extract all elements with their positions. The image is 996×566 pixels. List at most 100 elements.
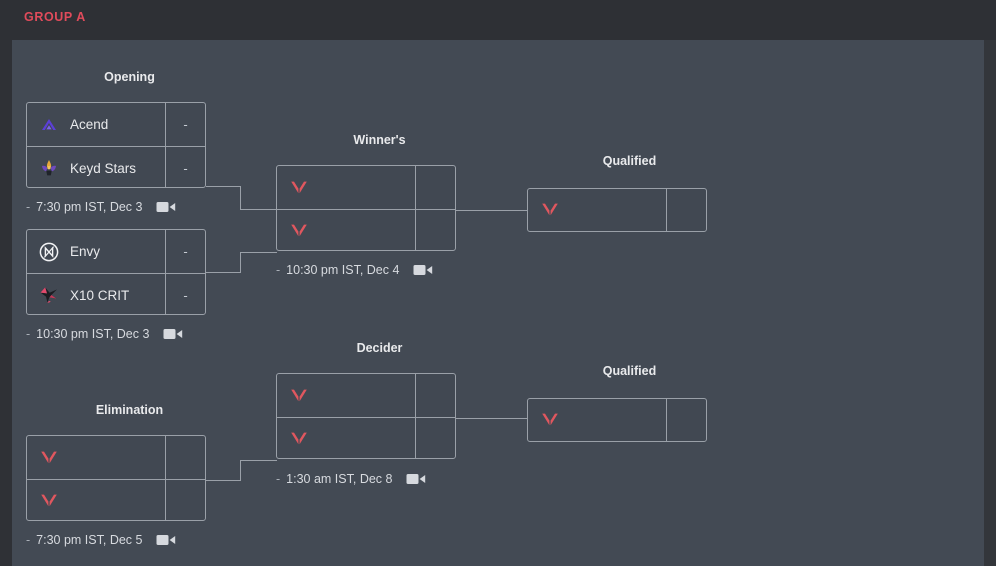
round-label-decider: Decider	[356, 341, 403, 355]
match-prefix: -	[26, 327, 31, 341]
match-qualified-1[interactable]	[527, 188, 707, 232]
match-footer-winners: - 10:30 pm IST, Dec 4	[276, 260, 433, 280]
team-cell	[277, 418, 415, 458]
connector-opening1-out	[206, 186, 240, 187]
connector-elimination-out	[206, 480, 240, 481]
round-label-qualified-1: Qualified	[602, 154, 657, 168]
match-prefix: -	[276, 263, 281, 277]
valorant-placeholder-logo	[539, 199, 561, 221]
right-edge-rail	[984, 40, 996, 566]
match-time: 10:30 pm IST, Dec 3	[36, 327, 150, 341]
match-qualified-2[interactable]	[527, 398, 707, 442]
team-score: -	[165, 274, 205, 314]
video-camera-icon[interactable]	[156, 200, 176, 214]
match-prefix: -	[276, 472, 281, 486]
match-time: 7:30 pm IST, Dec 5	[36, 533, 143, 547]
team-score	[415, 166, 455, 209]
round-label-winners: Winner's	[353, 133, 406, 147]
valorant-placeholder-logo	[38, 490, 60, 512]
team-row[interactable]: Keyd Stars -	[27, 146, 205, 187]
team-name: Keyd Stars	[70, 160, 137, 176]
team-row[interactable]: Acend -	[27, 103, 205, 146]
match-footer-decider: - 1:30 am IST, Dec 8	[276, 469, 426, 489]
team-cell	[528, 189, 666, 231]
team-score	[415, 374, 455, 417]
team-cell	[27, 480, 165, 520]
round-label-opening: Opening	[104, 70, 155, 84]
match-opening-2[interactable]: Envy - X10 CRIT -	[26, 229, 206, 315]
connector-winners-in-bot	[240, 252, 277, 253]
team-cell: Envy	[27, 230, 165, 273]
team-score: -	[165, 147, 205, 187]
valorant-placeholder-logo	[288, 385, 310, 407]
team-cell	[277, 374, 415, 417]
connector-opening1-down	[240, 186, 241, 210]
team-cell	[277, 210, 415, 250]
team-row[interactable]	[277, 417, 455, 458]
team-score	[165, 480, 205, 520]
x10-crit-logo	[38, 284, 60, 306]
connector-opening2-out	[206, 272, 240, 273]
team-name: Acend	[70, 117, 109, 132]
match-footer-opening-2: - 10:30 pm IST, Dec 3	[26, 324, 183, 344]
team-row[interactable]: X10 CRIT -	[27, 273, 205, 314]
team-score	[666, 399, 706, 441]
top-bar: GROUP A	[0, 0, 996, 40]
team-cell: X10 CRIT	[27, 274, 165, 314]
match-time: 10:30 pm IST, Dec 4	[286, 263, 400, 277]
team-score: -	[165, 230, 205, 273]
valorant-placeholder-logo	[288, 177, 310, 199]
team-score	[666, 189, 706, 231]
team-row[interactable]	[277, 166, 455, 209]
connector-winners-in-top	[240, 209, 277, 210]
valorant-placeholder-logo	[539, 409, 561, 431]
bracket-canvas: Opening Winner's Qualified Elimination D…	[12, 40, 984, 566]
team-row[interactable]	[528, 189, 706, 231]
connector-winners-to-qualified	[456, 210, 527, 211]
match-footer-elimination: - 7:30 pm IST, Dec 5	[26, 530, 176, 550]
match-time: 7:30 pm IST, Dec 3	[36, 200, 143, 214]
team-score	[415, 210, 455, 250]
connector-elimination-up	[240, 460, 241, 481]
team-row[interactable]	[277, 374, 455, 417]
team-row[interactable]	[277, 209, 455, 250]
team-score	[415, 418, 455, 458]
match-opening-1[interactable]: Acend - Keyd Stars	[26, 102, 206, 188]
team-cell	[277, 166, 415, 209]
page-title: GROUP A	[24, 10, 86, 24]
team-score: -	[165, 103, 205, 146]
valorant-placeholder-logo	[288, 220, 310, 242]
acend-logo	[38, 114, 60, 136]
team-cell: Keyd Stars	[27, 147, 165, 187]
match-elimination[interactable]	[26, 435, 206, 521]
match-prefix: -	[26, 200, 31, 214]
team-cell	[528, 399, 666, 441]
match-decider[interactable]	[276, 373, 456, 459]
team-cell	[27, 436, 165, 479]
team-name: Envy	[70, 244, 101, 259]
match-footer-opening-1: - 7:30 pm IST, Dec 3	[26, 197, 176, 217]
video-camera-icon[interactable]	[156, 533, 176, 547]
team-row[interactable]	[528, 399, 706, 441]
team-cell: Acend	[27, 103, 165, 146]
keyd-stars-logo	[38, 157, 60, 179]
team-score	[165, 436, 205, 479]
envy-logo	[38, 241, 60, 263]
round-label-qualified-2: Qualified	[602, 364, 657, 378]
team-row[interactable]	[27, 479, 205, 520]
match-winners[interactable]	[276, 165, 456, 251]
match-time: 1:30 am IST, Dec 8	[286, 472, 393, 486]
connector-decider-to-qualified	[456, 418, 527, 419]
video-camera-icon[interactable]	[413, 263, 433, 277]
team-name: X10 CRIT	[70, 287, 130, 303]
round-label-elimination: Elimination	[95, 403, 164, 417]
video-camera-icon[interactable]	[163, 327, 183, 341]
connector-opening2-up	[240, 252, 241, 273]
team-row[interactable]	[27, 436, 205, 479]
valorant-placeholder-logo	[38, 447, 60, 469]
match-prefix: -	[26, 533, 31, 547]
connector-decider-in-bot	[240, 460, 277, 461]
team-row[interactable]: Envy -	[27, 230, 205, 273]
video-camera-icon[interactable]	[406, 472, 426, 486]
